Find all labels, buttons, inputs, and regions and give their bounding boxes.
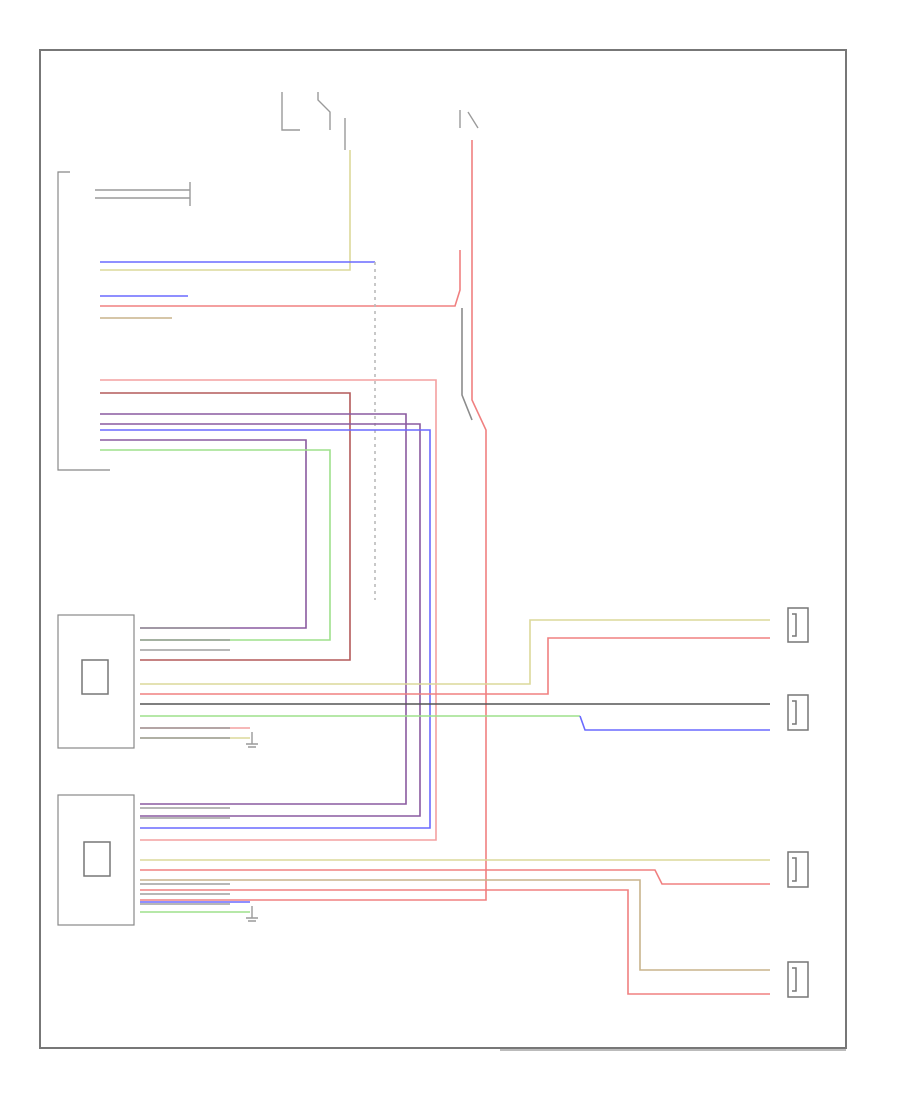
wire-purple-3 [100,439,307,629]
fuse-block [459,110,479,129]
wire-gray-stubs-right [140,807,230,905]
wire-radio-red-feed [100,250,461,307]
wire-tan-rr-spk [140,879,770,971]
wire-yellow-lf-spk [140,619,770,685]
wire-blue-lr [579,715,770,731]
wire-gray-stubs-left [140,627,230,739]
wire-purple-2 [100,423,421,817]
left-door-speaker-icon [81,659,109,695]
ground-point [246,732,258,922]
wire-blue-long [100,429,431,829]
wire-red-lf-spk [140,637,770,695]
wire-ground-run [461,308,473,421]
left-rear-speaker [787,694,809,731]
wires [100,140,770,995]
diagram-frame [39,49,847,1049]
wire-battery-feed [140,140,487,901]
wire-green-1 [100,449,331,641]
right-rear-speaker [787,961,809,998]
wire-pink-lf [100,379,437,841]
wire-purple-1 [100,413,407,805]
right-door-speaker-icon [83,841,111,877]
left-door-speaker [57,614,135,749]
wire-red-rr-spk [140,889,770,995]
right-door-speaker [57,794,135,926]
wire-ignition-feed [100,150,351,271]
wire-darkred-lf [100,392,351,661]
ignition-switch [281,92,346,150]
right-front-speaker [787,851,809,888]
radio-head-unit [57,171,191,471]
wire-red-rf-spk [140,869,770,885]
left-front-speaker [787,607,809,643]
